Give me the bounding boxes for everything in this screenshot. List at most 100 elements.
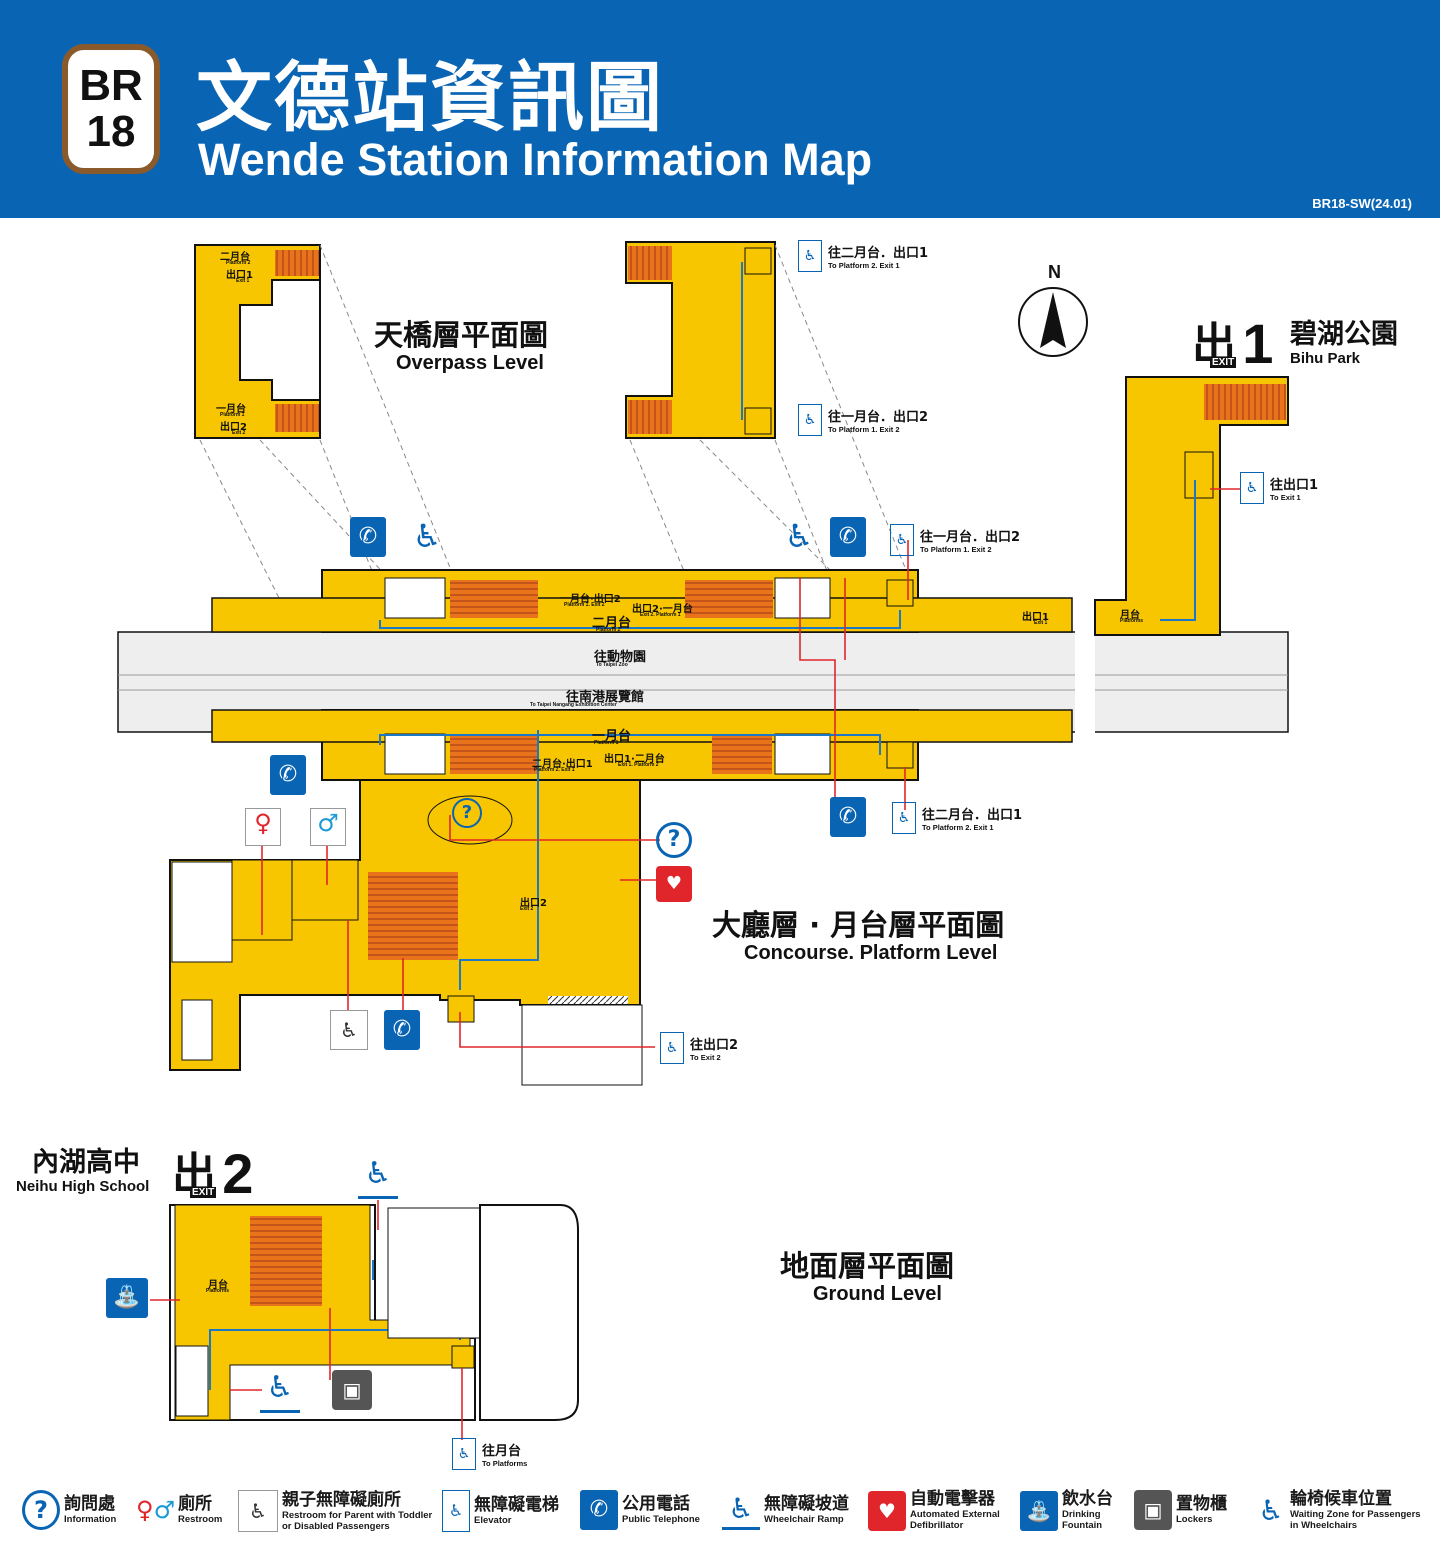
legend-label: 輪椅候車位置 (1290, 1489, 1392, 1509)
telephone-icon: ✆ (580, 1490, 618, 1530)
information-icon: ? (22, 1490, 60, 1530)
restroom-icon: ♀♂ (136, 1496, 176, 1524)
c-platform1-label-en: Platform 1 (594, 740, 619, 746)
legend-label-en: Wheelchair Ramp (764, 1514, 844, 1525)
c-exit2-p1-label-en: Exit 2. Platform 1 (640, 612, 681, 618)
c-p2-exit1-label: 二月台·出口1 (532, 759, 593, 770)
tag-zh: 往一月台．出口2 (920, 530, 1021, 545)
tag-en: To Platform 2. Exit 1 (922, 823, 994, 832)
elevator-icon: ♿ (798, 404, 822, 436)
legend-label-en: Elevator (474, 1515, 512, 1526)
c-exit1-p2-label-en: Exit 1. Platform 2 (618, 762, 659, 768)
elevator-icon: ♿ (892, 802, 916, 834)
wheelchair-waiting-icon: ♿ (1258, 1493, 1284, 1527)
ov-platform2-label: 二月台 (220, 252, 250, 263)
document-code: BR18-SW(24.01) (1312, 196, 1412, 211)
information-icon: ? (656, 822, 692, 858)
elevator-icon: ♿ (890, 524, 914, 556)
c-platforms-label: 月台 (1120, 610, 1140, 621)
tag-en: To Platform 2. Exit 1 (828, 261, 900, 270)
legend-label-en: Information (64, 1514, 117, 1525)
ov-exit1-label-en: Exit 1 (236, 278, 250, 284)
g-platforms-label-en: Platforms (206, 1288, 230, 1294)
tag-zh: 往二月台．出口1 (922, 808, 1023, 823)
elevator-icon: ♿ (1240, 472, 1264, 504)
exit-1-sub: EXIT (1210, 357, 1237, 368)
c-platforms-label-en: Platforms (1120, 618, 1144, 624)
legend-label-en: Lockers (1176, 1514, 1213, 1525)
overpass-level-title: 天橋層平面圖 (374, 318, 549, 352)
ov-exit2-label-en: Exit 2 (232, 430, 246, 436)
aed-icon: ♥ (868, 1490, 906, 1531)
exit-1-destination-en: Bihu Park (1290, 350, 1361, 367)
ov-exit2-label: 出口2 (220, 422, 247, 433)
c-p2-exit1-label-en: Platform 2. Exit 1 (534, 767, 575, 773)
tag-zh: 往一月台．出口2 (828, 410, 929, 425)
exit-2-destination: 內湖高中 (32, 1147, 140, 1178)
badge-station-number: 18 (86, 107, 136, 156)
c-exit2-label: 出口2 (520, 898, 547, 909)
tag-zh: 往出口2 (690, 1038, 739, 1053)
lockers-icon: ▣ (332, 1370, 372, 1410)
telephone-icon: ✆ (830, 797, 866, 837)
to-nangang-label-en: To Taipei Nangang Exhibition Center (530, 702, 617, 708)
family-restroom-icon: ♿ (238, 1490, 278, 1532)
c-p1-exit2-label: 一月台·出口2 (560, 594, 621, 605)
exit-1-number: 1 (1242, 312, 1274, 375)
c-exit2-label-en: Exit 2 (520, 906, 534, 912)
ov-platform1-label-en: Platform 1 (220, 412, 245, 418)
telephone-icon: ✆ (270, 755, 306, 795)
legend-label-en: Waiting Zone for Passengers in Wheelchai… (1290, 1509, 1421, 1531)
exit-2-heading: 出 EXIT 2 (172, 1138, 253, 1202)
elevator-icon: ♿ (442, 1490, 470, 1532)
legend-label-en: Automated External Defibrillator (910, 1509, 1000, 1531)
exit-2-destination-en: Neihu High School (16, 1178, 150, 1195)
telephone-icon: ✆ (350, 517, 386, 557)
legend-label-en: Restroom for Parent with Toddler or Disa… (282, 1509, 433, 1532)
family-restroom-icon: ♿ (330, 1010, 368, 1050)
c-exit1-p2-label: 出口1·二月台 (604, 754, 665, 765)
g-platforms-label: 月台 (208, 1280, 228, 1291)
to-nangang-label: 往南港展覽館 (566, 690, 645, 705)
tag-en: To Exit 1 (1270, 493, 1301, 502)
drinking-fountain-icon: ⛲ (1020, 1490, 1058, 1531)
badge-line-code: BR (79, 61, 143, 110)
information-icon: ? (452, 798, 482, 828)
tag-en: To Exit 2 (690, 1053, 721, 1062)
compass-north-label: N (1048, 262, 1061, 282)
overpass-level-subtitle: Overpass Level (396, 352, 544, 374)
wheelchair-ramp-icon: ♿ (358, 1156, 398, 1199)
c-exit1-label-en: Exit 1 (1034, 620, 1048, 626)
restroom-female-icon: ♀ (245, 808, 281, 846)
exit-1-destination: 碧湖公園 (1290, 319, 1398, 350)
legend-label: 公用電話 (622, 1494, 690, 1514)
to-zoo-label-en: To Taipei Zoo (596, 662, 628, 668)
ground-level-subtitle: Ground Level (813, 1283, 942, 1305)
page-title-en: Wende Station Information Map (198, 134, 873, 185)
tag-zh: 往月台 (482, 1444, 522, 1459)
legend-label: 自動電擊器 (910, 1489, 995, 1509)
wheelchair-waiting-icon: ♿ (412, 517, 442, 555)
concourse-level-title: 大廳層 · 月台層平面圖 (712, 908, 1005, 942)
legend-label: 無障礙坡道 (764, 1494, 849, 1514)
page-title-zh: 文德站資訊圖 (196, 53, 664, 142)
ov-platform2-label-en: Platform 2 (226, 260, 251, 266)
drinking-fountain-icon: ⛲ (106, 1278, 148, 1318)
telephone-icon: ✆ (830, 517, 866, 557)
c-platform2-label-en: Platform 2 (596, 627, 621, 633)
legend-label: 無障礙電梯 (474, 1495, 559, 1515)
station-floor-plan (117, 241, 1289, 1440)
